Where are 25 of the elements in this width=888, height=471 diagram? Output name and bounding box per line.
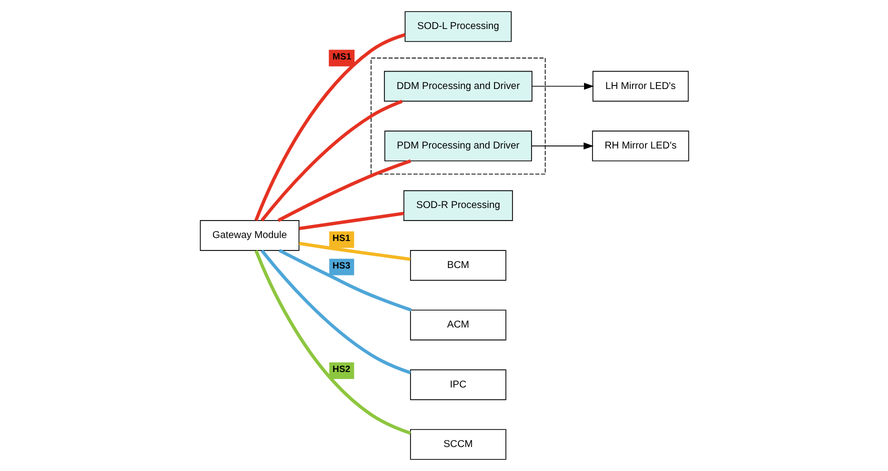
- arrow: [530, 142, 594, 150]
- connector: [254, 33, 405, 221]
- node-box: ACM: [410, 310, 506, 340]
- node-box: SCCM: [410, 429, 506, 460]
- edge-label: HS1: [332, 233, 350, 244]
- node-box: SOD-L Processing: [404, 11, 512, 42]
- cluster: [370, 58, 546, 175]
- node-box: IPC: [410, 369, 506, 400]
- node-box: RH Mirror LED's: [592, 130, 689, 162]
- node-box: Gateway Module: [199, 220, 299, 251]
- node-box: SOD-R Processing: [402, 190, 512, 221]
- edge-label: MS1: [332, 52, 351, 62]
- arrow: [531, 82, 594, 90]
- node-box: LH Mirror LED's: [592, 70, 688, 102]
- connector: [298, 242, 410, 261]
- edge-label: HS3: [332, 260, 350, 270]
- node-box: BCM: [410, 250, 506, 281]
- edge-label: HS2: [332, 364, 350, 374]
- connector: [260, 249, 410, 374]
- connector: [260, 100, 402, 222]
- node-box: PDM Processing and Driver: [384, 130, 532, 162]
- node-box: DDM Processing and Driver: [383, 70, 532, 102]
- connector: [278, 248, 412, 312]
- connector: [298, 212, 404, 230]
- connector: [254, 250, 411, 435]
